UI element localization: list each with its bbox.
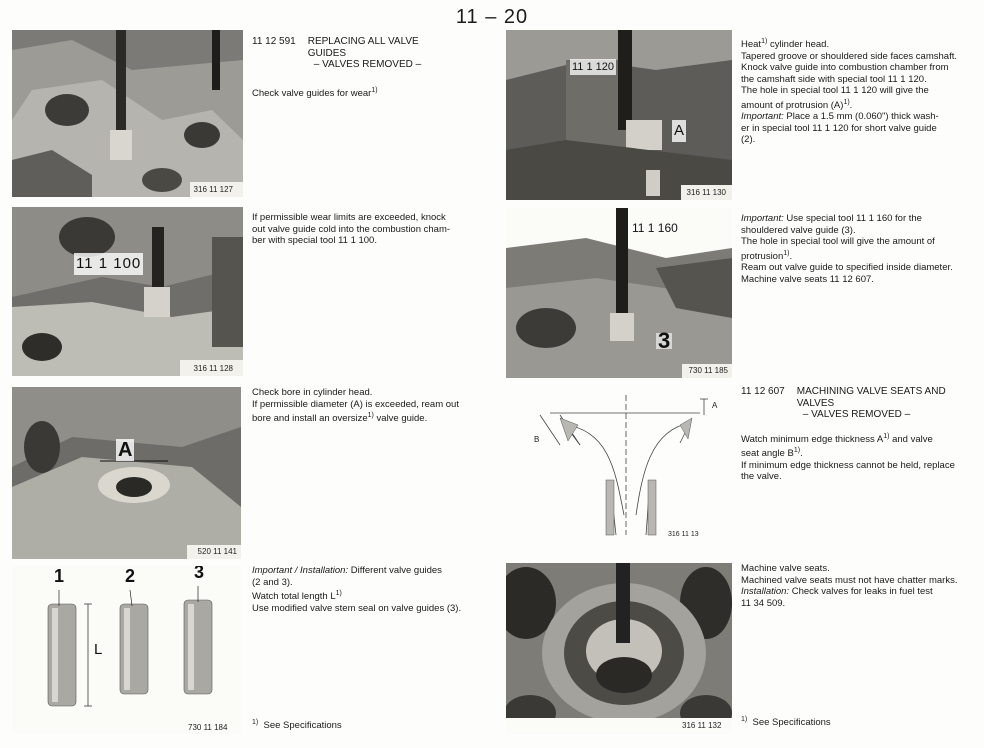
figure-caption: 730 11 184 (188, 723, 228, 732)
figure-caption: 316 11 130 (686, 188, 726, 197)
footnote-ref: 1) (793, 447, 801, 455)
photo-machine-seats-drawing (506, 563, 732, 733)
dimension-label-l: L (94, 641, 103, 658)
section-subtitle: – VALVES REMOVED – (802, 409, 911, 420)
section-title-line-2: GUIDES (307, 47, 347, 59)
instruction-knock-out: If permissible wear limits are exceeded,… (252, 212, 451, 246)
photo-knock-out-guide: 11 1 100 316 11 128 (12, 207, 243, 376)
photo-install-guide-tool-160: 11 1 160 3 730 11 185 (506, 208, 732, 378)
figure-caption: 520 11 141 (197, 547, 237, 556)
section-heading: 11 12 607 MACHINING VALVE SEATS AND VALV… (741, 386, 979, 421)
page-number: 11 – 20 (455, 6, 529, 28)
footnote-ref: 1) (843, 98, 850, 106)
figure-caption: 316 11 127 (193, 185, 233, 194)
guide-label-2: 2 (125, 566, 136, 586)
footnote-ref: 1) (335, 590, 342, 597)
footnote-ref: 1) (367, 412, 374, 419)
angle-label-b: B (534, 435, 540, 444)
footnote-ref: 1) (371, 86, 378, 94)
photo-check-bore: A 520 11 141 (12, 387, 241, 559)
instruction-shouldered-guide: Important: Use special tool 11 1 160 for… (741, 213, 953, 285)
section-title: MACHINING VALVE SEATS AND (796, 386, 946, 397)
guide-label-1: 1 (54, 566, 65, 586)
footnote-right: 1) See Specifications (741, 716, 831, 729)
photo-valve-guides-1-2-3: 1 2 3 L (12, 566, 241, 734)
tool-callout-11-1-100: 11 1 100 (74, 253, 144, 275)
photo-tool-120-drawing (506, 30, 732, 200)
dimension-label-a: A (116, 439, 135, 461)
section-heading: 11 12 591 REPLACING ALL VALVE GUIDES – V… (252, 36, 482, 71)
figure-caption: 316 11 13 (668, 531, 699, 538)
photo-knock-out-guide-drawing (12, 207, 243, 376)
photo-machine-valve-seats: 316 11 132 (506, 563, 732, 733)
dimension-label-a: A (672, 120, 687, 142)
photo-check-valve-guides: 316 11 127 (12, 30, 243, 197)
tool-callout-11-1-120: 11 1 120 (570, 59, 617, 75)
footnote-ref: 1) (761, 38, 768, 45)
photo-tool-160-drawing (506, 208, 732, 378)
section-11-12-607: 11 12 607 MACHINING VALVE SEATS AND VALV… (741, 386, 979, 483)
footnote-ref: 1) (883, 432, 890, 440)
instruction-machine-seats: Machine valve seats. Machined valve seat… (741, 563, 958, 609)
figure-caption: 316 11 132 (682, 721, 722, 730)
guide-label-3: 3 (194, 566, 205, 582)
section-code: 11 12 591 (252, 36, 296, 47)
photo-valve-guides-drawing (12, 566, 241, 734)
figure-caption: 316 11 128 (193, 364, 233, 373)
section-code: 11 12 607 (741, 386, 785, 397)
instruction-check-bore: Check bore in cylinder head. If permissi… (252, 387, 459, 425)
figure-caption: 730 11 185 (688, 366, 728, 375)
photo-check-bore-drawing (12, 387, 241, 559)
diagram-valve-seat: A B 316 11 13 (520, 385, 732, 545)
section-subtitle: – VALVES REMOVED – (313, 59, 422, 70)
photo-install-guide-tool-120: 11 1 120 A 316 11 130 (506, 30, 732, 200)
instruction-heat-and-install: Heat1) cylinder head. Tapered groove or … (741, 38, 957, 146)
tool-callout-11-1-160: 11 1 160 (632, 221, 678, 235)
instruction-installation: Important / Installation: Different valv… (252, 565, 462, 614)
diagram-valve-seat-drawing (539, 395, 708, 536)
instruction-check-wear: Check valve guides for wear1) (252, 86, 378, 99)
guide-label-3: 3 (656, 328, 673, 353)
section-title-line-2: VALVES (796, 397, 835, 409)
photo-check-valve-guides-drawing (12, 30, 243, 197)
section-11-12-591: 11 12 591 REPLACING ALL VALVE GUIDES – V… (252, 36, 482, 99)
section-title: REPLACING ALL VALVE (307, 36, 419, 47)
footnote-ref: 1) (783, 249, 790, 257)
dimension-label-a: A (712, 401, 718, 410)
footnote-left: 1) See Specifications (252, 719, 342, 732)
